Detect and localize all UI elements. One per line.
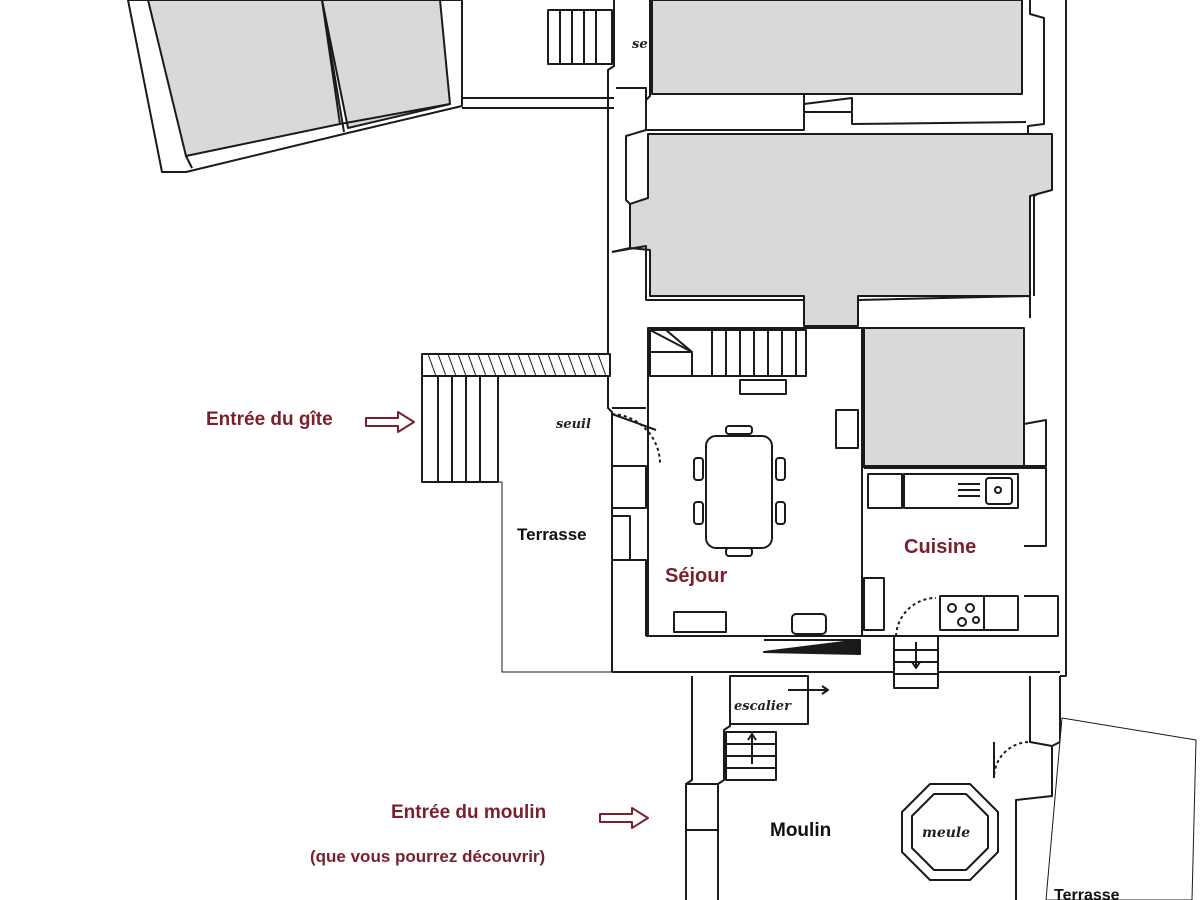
terrace	[421, 353, 612, 673]
stairs-icon	[547, 9, 613, 65]
sink-icon	[958, 477, 1013, 505]
escalier-label: escalier	[734, 699, 791, 714]
cuisine-label: Cuisine	[904, 536, 977, 558]
terrace-right	[1045, 717, 1197, 900]
seuil-partial-label: se	[632, 37, 648, 52]
terrasse-right-label: Terrasse	[1054, 887, 1120, 900]
stairs-icon	[649, 329, 807, 395]
door-swing-icon	[611, 413, 662, 465]
chair-icon	[693, 425, 786, 557]
seuil-label: seuil	[556, 417, 591, 432]
entree-gite-label: Entrée du gîte	[206, 409, 333, 430]
entree-moulin-label: Entrée du moulin	[391, 802, 547, 823]
moulin-note-label: (que vous pourrez découvrir)	[310, 847, 546, 866]
terrasse-label: Terrasse	[517, 525, 587, 544]
arrow-right-icon	[365, 411, 415, 433]
arrow-right-icon	[599, 807, 649, 829]
outbuilding-top-left	[127, 0, 463, 173]
meule-label: meule	[922, 825, 971, 841]
stairs-icon	[893, 635, 939, 689]
top-room	[651, 0, 1023, 95]
moulin-label: Moulin	[770, 820, 832, 841]
door-swing-icon	[895, 596, 938, 637]
cooktop-icon	[939, 595, 1019, 631]
sejour-label: Séjour	[665, 565, 728, 587]
moulin-building	[685, 675, 1061, 900]
table-icon	[705, 435, 773, 549]
